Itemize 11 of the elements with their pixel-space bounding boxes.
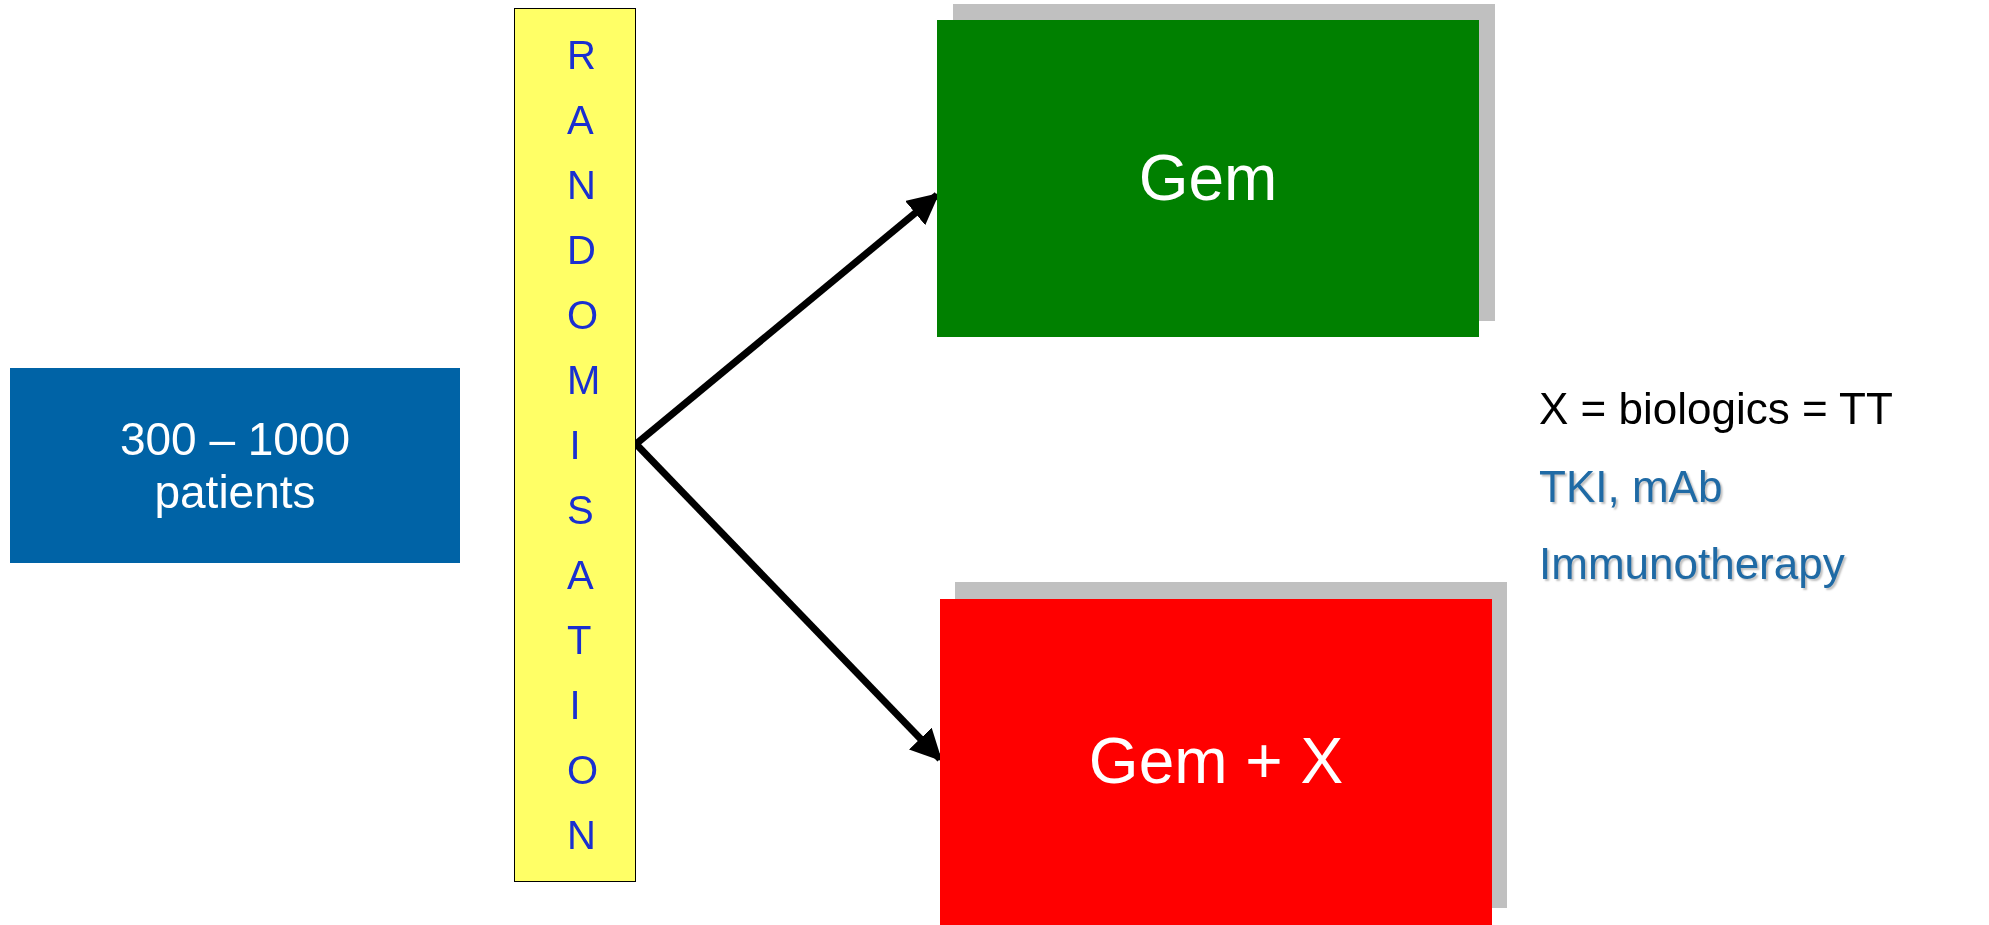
process-box bbox=[940, 599, 1492, 925]
vertical-band bbox=[514, 8, 636, 882]
note-text: TKI, mAb bbox=[1539, 462, 1723, 512]
process-box bbox=[10, 368, 460, 563]
note-text: Immunotherapy bbox=[1539, 539, 1845, 589]
box-label: Gem + X bbox=[1088, 725, 1344, 799]
process-box bbox=[937, 20, 1479, 337]
box-label: Gem bbox=[1138, 141, 1278, 216]
note-text: X = biologics = TT bbox=[1539, 384, 1893, 434]
box-label: RANDOMISATION bbox=[566, 31, 607, 859]
box-label: 300 – 1000 patients bbox=[118, 412, 352, 519]
